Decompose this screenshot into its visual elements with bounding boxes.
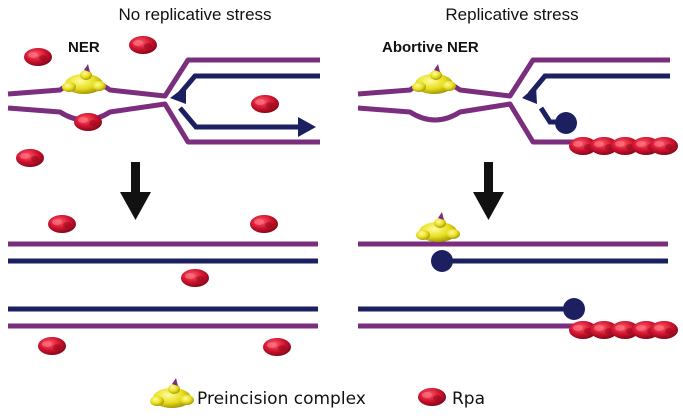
rpa-icon (251, 95, 279, 113)
rpa-icon (38, 337, 66, 355)
rpa-icon (24, 48, 52, 66)
left-daughter-duplexes (8, 241, 318, 329)
right-fork (357, 57, 670, 145)
legend: Preincision complex Rpa (150, 378, 485, 409)
rpa-icon (250, 215, 278, 233)
preincision-complex-icon (62, 64, 106, 94)
rpa-icon (74, 113, 102, 131)
rpa-coated-ssdna (569, 321, 678, 339)
legend-rpa-label: Rpa (452, 389, 485, 409)
rpa-coated-ssdna (569, 137, 678, 155)
left-panel-title: No replicative stress (118, 5, 271, 24)
preincision-complex-icon (416, 212, 460, 242)
right-daughter-duplexes (358, 241, 668, 329)
rpa-icon (16, 149, 44, 167)
arrow-head-right (298, 117, 316, 137)
rpa-icon (129, 36, 157, 54)
preincision-complex-icon (150, 378, 194, 408)
ner-label: NER (68, 39, 100, 56)
rpa-icon (48, 215, 76, 233)
down-arrow-icon (120, 162, 151, 220)
rpa-icon (181, 269, 209, 287)
down-arrow-icon (473, 162, 504, 220)
legend-preincision-label: Preincision complex (197, 389, 366, 409)
right-panel-title: Replicative stress (445, 5, 578, 24)
rpa-icon (263, 338, 291, 356)
arrow-head-left (170, 86, 186, 104)
abortive-ner-label: Abortive NER (382, 39, 479, 56)
rpa-icon (418, 388, 446, 406)
preincision-complex-icon (412, 64, 456, 94)
